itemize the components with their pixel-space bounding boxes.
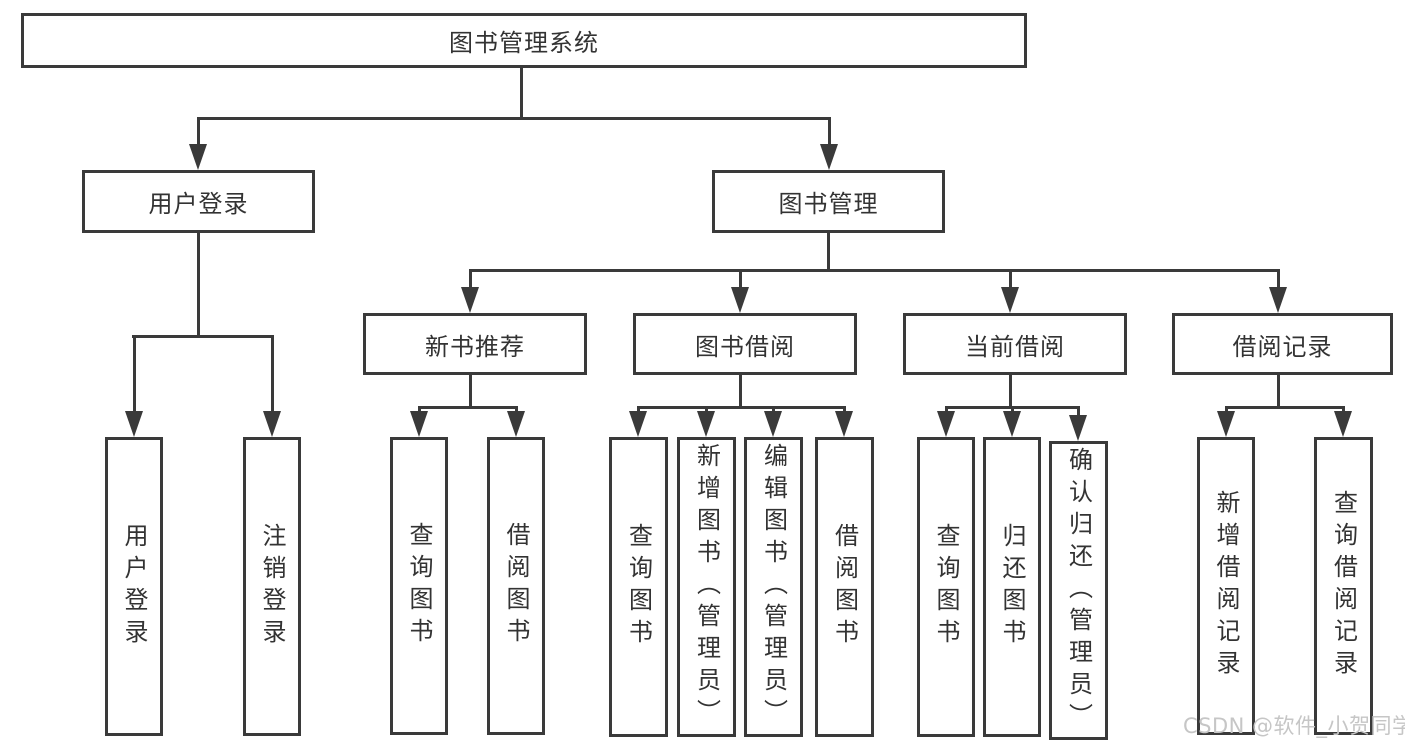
node-label: 查询图书 (624, 523, 653, 651)
connector-line (1009, 269, 1012, 290)
connector-line (469, 269, 472, 290)
node-label: 查询借阅记录 (1329, 490, 1358, 682)
node-label: 借阅图书 (830, 523, 859, 651)
node-label: 编辑图书（管理员） (759, 443, 788, 731)
node-label: 新书推荐 (425, 332, 525, 361)
node-borrowing-records: 借阅记录 (1172, 313, 1393, 375)
node-borrow-books-borrow: 借阅图书 (815, 437, 874, 737)
arrowhead-down-icon (697, 411, 715, 437)
connector-line (1277, 269, 1280, 290)
node-logout-action: 注销登录 (243, 437, 301, 736)
node-user-login: 用户登录 (82, 170, 315, 233)
connector-line (469, 374, 472, 409)
node-query-borrow-record: 查询借阅记录 (1314, 437, 1373, 735)
connector-line (705, 406, 708, 415)
arrowhead-down-icon (731, 287, 749, 313)
connector-line (945, 406, 948, 415)
arrowhead-down-icon (410, 411, 428, 437)
connector-line (1225, 406, 1344, 409)
arrowhead-down-icon (1001, 287, 1019, 313)
connector-line (1077, 406, 1080, 419)
connector-line (132, 335, 274, 338)
arrowhead-down-icon (189, 144, 207, 170)
connector-line (469, 269, 1280, 272)
connector-line (828, 117, 831, 147)
node-label: 归还图书 (998, 523, 1026, 651)
connector-line (197, 117, 200, 147)
node-root: 图书管理系统 (21, 13, 1027, 68)
connector-line (271, 335, 274, 413)
arrowhead-down-icon (507, 411, 525, 437)
node-query-books-recommend: 查询图书 (390, 437, 448, 735)
arrowhead-down-icon (125, 411, 143, 437)
connector-line (520, 68, 523, 119)
node-label: 当前借阅 (965, 332, 1065, 361)
arrowhead-down-icon (461, 287, 479, 313)
connector-line (1342, 406, 1345, 415)
node-edit-book-admin: 编辑图书（管理员） (744, 437, 803, 737)
connector-line (197, 233, 200, 337)
connector-line (637, 406, 845, 409)
node-book-management: 图书管理 (712, 170, 945, 233)
connector-line (1009, 374, 1012, 409)
node-label: 用户登录 (148, 190, 249, 218)
connector-line (197, 117, 831, 120)
node-add-book-admin: 新增图书（管理员） (677, 437, 736, 737)
node-book-borrowing: 图书借阅 (633, 313, 857, 375)
arrowhead-down-icon (937, 411, 955, 437)
watermark: CSDN @软件_小贺同学 (1183, 714, 1405, 738)
arrowhead-down-icon (1003, 411, 1021, 437)
connector-line (418, 406, 517, 409)
connector-line (1277, 374, 1280, 409)
connector-line (1011, 406, 1014, 415)
node-new-book-recommendation: 新书推荐 (363, 313, 587, 375)
node-return-books: 归还图书 (983, 437, 1041, 737)
node-label: 图书管理 (778, 190, 879, 218)
node-confirm-return-admin: 确认归还（管理员） (1049, 441, 1108, 740)
arrowhead-down-icon (1269, 287, 1287, 313)
node-label: 借阅图书 (502, 522, 530, 650)
node-query-books-current: 查询图书 (917, 437, 975, 737)
arrowhead-down-icon (820, 144, 838, 170)
arrowhead-down-icon (1069, 415, 1087, 441)
node-label: 确认归还（管理员） (1064, 446, 1093, 735)
connector-line (418, 406, 421, 415)
arrowhead-down-icon (1217, 411, 1235, 437)
node-borrow-books-recommend: 借阅图书 (487, 437, 545, 735)
connector-line (515, 406, 518, 415)
node-label: 查询图书 (405, 522, 433, 650)
arrowhead-down-icon (835, 411, 853, 437)
connector-line (637, 406, 640, 415)
arrowhead-down-icon (263, 411, 281, 437)
node-label: 借阅记录 (1232, 332, 1333, 361)
node-label: 新增图书（管理员） (692, 443, 721, 731)
connector-line (843, 406, 846, 415)
connector-line (133, 335, 136, 413)
arrowhead-down-icon (629, 411, 647, 437)
node-label: 用户登录 (120, 522, 148, 651)
node-label: 图书管理系统 (449, 29, 599, 57)
node-label: 查询图书 (932, 523, 960, 651)
connector-line (1225, 406, 1228, 415)
node-label: 注销登录 (258, 522, 286, 651)
node-label: 新增借阅记录 (1212, 490, 1240, 682)
connector-line (827, 233, 830, 272)
arrowhead-down-icon (764, 411, 782, 437)
node-query-books-borrow: 查询图书 (609, 437, 668, 737)
node-add-borrow-record: 新增借阅记录 (1197, 437, 1255, 735)
node-label: 图书借阅 (695, 332, 795, 361)
node-current-borrowing: 当前借阅 (903, 313, 1127, 375)
connector-line (739, 269, 742, 290)
arrowhead-down-icon (1334, 411, 1352, 437)
node-user-login-action: 用户登录 (105, 437, 163, 736)
connector-line (739, 374, 742, 409)
connector-line (772, 406, 775, 415)
